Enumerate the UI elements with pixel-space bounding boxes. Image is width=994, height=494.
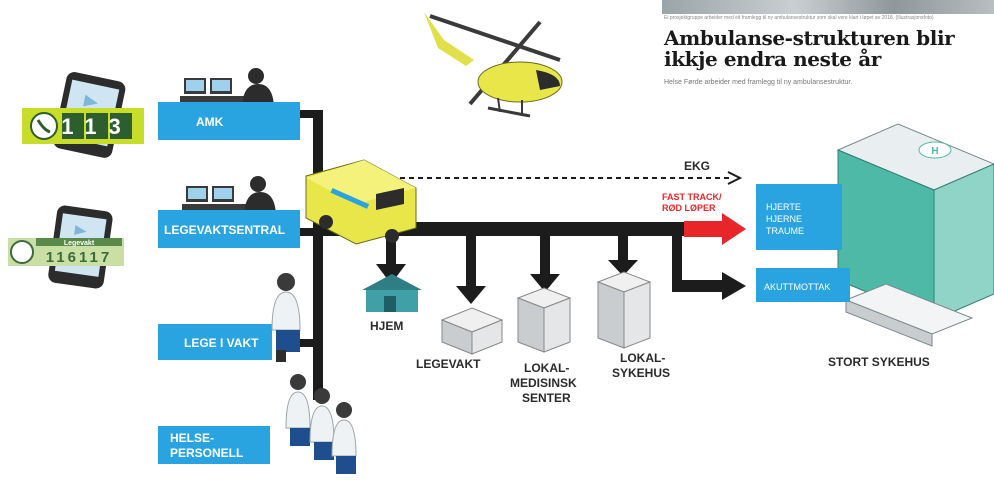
article-caption: Ei prosjektgruppe arbeider med eit framl… xyxy=(664,15,934,21)
article-photo xyxy=(662,0,994,14)
building-icon xyxy=(596,271,652,349)
helsepersonell-label-box xyxy=(158,426,270,464)
amk-label: AMK xyxy=(196,115,224,129)
akuttmottak-drop xyxy=(672,236,682,288)
ambulance-icon xyxy=(305,159,417,245)
lokalmedisinsk-label-1: LOKAL- xyxy=(524,361,569,375)
article-lead: Helse Førde arbeider med framlegg til ny… xyxy=(664,79,853,86)
phone-legevakt-group: Legevakt 116117 xyxy=(8,205,124,289)
akuttmottak-arrowhead xyxy=(722,272,746,300)
branch-hjem xyxy=(376,236,406,284)
legevakt-number: 116117 xyxy=(46,249,112,266)
phone-113-group: 113 xyxy=(22,72,144,158)
building-icon xyxy=(440,307,504,355)
hjerne-label: HJERNE xyxy=(766,214,802,224)
hjerte-hjerne-traume-box xyxy=(756,184,842,250)
handset-icon xyxy=(10,240,34,264)
vertical-trunk xyxy=(313,110,323,400)
lokalmedisinsk-label-2: MEDISINSK xyxy=(510,376,577,390)
branch-legevakt xyxy=(456,236,486,304)
doctor-icon xyxy=(309,388,335,460)
fast-track-label-1: FAST TRACK/ xyxy=(662,192,722,202)
helsepersonell-label-2: PERSONELL xyxy=(170,446,243,460)
hospital-icon: H xyxy=(836,123,994,347)
branch-lokalsykehus xyxy=(608,236,638,276)
helsepersonell-label-1: HELSE- xyxy=(170,431,214,445)
amk-label-box xyxy=(158,102,300,140)
legevaktsentral-label-box xyxy=(158,210,300,248)
akuttmottak-connector xyxy=(672,280,724,292)
hjem-label: HJEM xyxy=(370,319,403,333)
ekg-label: EKG xyxy=(684,159,710,173)
lege-i-vakt-label-box xyxy=(158,324,272,360)
doctor-icon xyxy=(271,273,301,362)
legevakt-label: Legevakt xyxy=(64,240,95,247)
article-headline[interactable]: Ambulanse-strukturen blir ikkje endra ne… xyxy=(664,26,955,71)
legevakt-dest-label: LEGEVAKT xyxy=(416,357,481,371)
hjerte-label: HJERTE xyxy=(766,202,801,212)
news-article: Ei prosjektgruppe arbeider med eit framl… xyxy=(662,0,994,92)
house-icon xyxy=(362,274,422,312)
svg-text:H: H xyxy=(931,146,938,157)
lege-i-vakt-label: LEGE I VAKT xyxy=(184,336,259,350)
lokalsykehus-label-2: SYKEHUS xyxy=(612,366,670,380)
akuttmottak-label: AKUTTMOTTAK xyxy=(764,282,830,292)
doctor-icon xyxy=(285,374,311,446)
stort-sykehus-label: STORT SYKEHUS xyxy=(828,355,930,369)
emergency-number: 113 xyxy=(61,114,133,139)
akuttmottak-box xyxy=(756,268,850,302)
flow-lines xyxy=(275,110,746,400)
fast-track-arrowhead xyxy=(722,213,746,245)
building-icon xyxy=(516,287,572,353)
fast-track-arrow xyxy=(684,221,724,237)
legevaktsentral-connector xyxy=(290,228,320,236)
branch-lokalmedisinsk xyxy=(530,236,560,292)
doctor-icon xyxy=(331,402,357,474)
lokalmedisinsk-label-3: SENTER xyxy=(522,391,571,405)
legevaktsentral-label: LEGEVAKTSENTRAL xyxy=(164,223,285,237)
lege-connector xyxy=(300,339,320,347)
traume-label: TRAUME xyxy=(766,226,804,236)
helicopter-icon xyxy=(424,12,563,118)
fast-track-label-2: RØD LØPER xyxy=(662,203,716,213)
ekg-arrowhead xyxy=(727,171,743,185)
lokalsykehus-label-1: LOKAL- xyxy=(620,351,665,365)
